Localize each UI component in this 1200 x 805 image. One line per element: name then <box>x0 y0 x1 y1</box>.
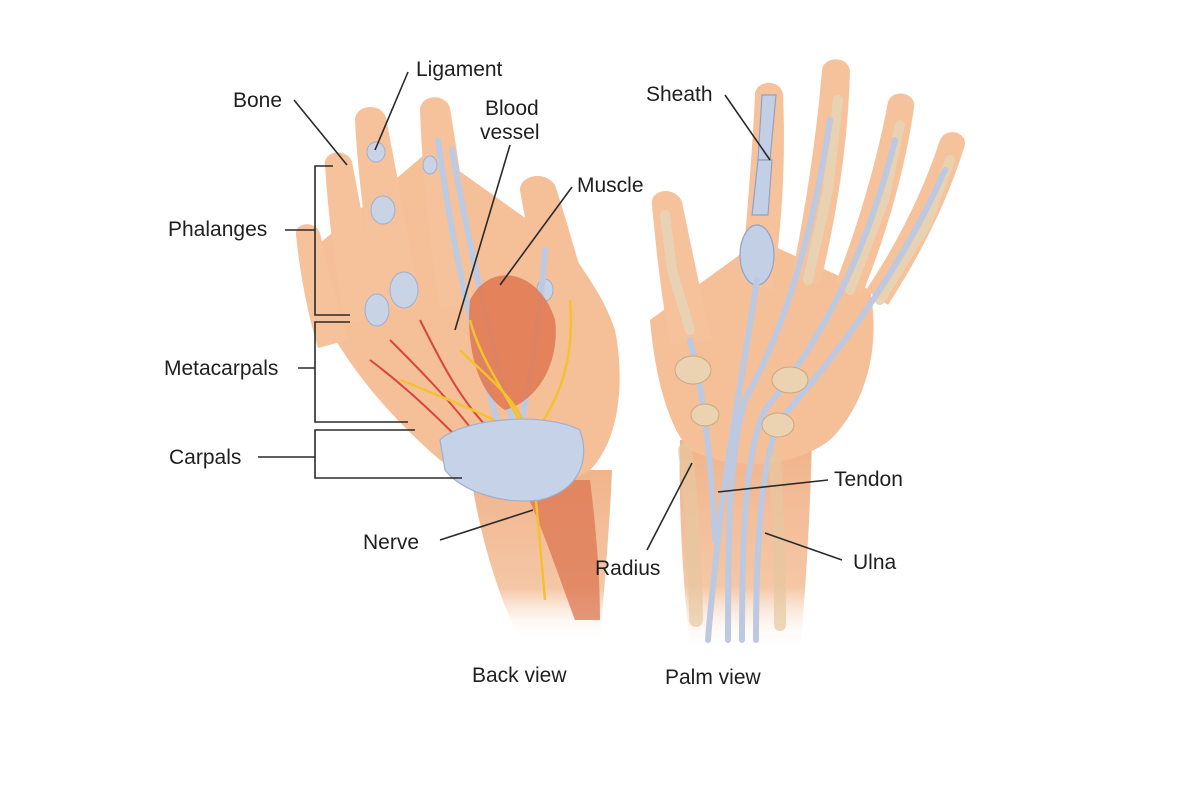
label-phalanges: Phalanges <box>168 218 267 241</box>
radius-leader <box>646 462 693 551</box>
back-view-little-finger <box>295 224 348 348</box>
ulna-leader <box>764 532 843 561</box>
label-ulna: Ulna <box>853 551 897 574</box>
carpals-bracket <box>314 429 462 479</box>
label-nerve: Nerve <box>363 531 419 554</box>
label-metacarpals: Metacarpals <box>164 357 278 380</box>
label-ligament: Ligament <box>416 58 503 81</box>
back-view-forearm-muscle <box>520 480 600 620</box>
nerve-leader <box>439 509 534 541</box>
palm-view-radius <box>678 443 703 627</box>
bone-leader <box>293 99 348 166</box>
label-blood-vessel-line2: vessel <box>480 121 540 144</box>
muscle-leader <box>499 186 573 286</box>
palm-view-hand <box>650 59 965 650</box>
palm-view-sheath <box>739 94 777 286</box>
tendon-leader <box>717 479 829 493</box>
label-blood-vessel-line1: Blood <box>485 97 539 120</box>
label-muscle: Muscle <box>577 174 644 197</box>
back-view-hand <box>295 97 620 640</box>
palm-view-carpals <box>674 355 809 438</box>
blood-vessel-leader <box>454 144 511 331</box>
label-sheath: Sheath <box>646 83 713 106</box>
caption-palm-view: Palm view <box>665 666 762 689</box>
ligament-leader <box>374 71 409 151</box>
label-carpals: Carpals <box>169 446 241 469</box>
phalanges-bracket <box>314 165 350 316</box>
metacarpals-bracket <box>314 321 408 423</box>
back-view-muscle <box>469 275 556 410</box>
palm-view-ulna <box>769 454 786 631</box>
labels: Bone Ligament Blood vessel Muscle Phalan… <box>164 58 903 689</box>
caption-back-view: Back view <box>472 664 567 687</box>
back-view-thumb <box>520 175 600 340</box>
back-view-carpal-band <box>439 418 585 502</box>
leader-lines <box>258 71 843 561</box>
label-bone: Bone <box>233 89 282 112</box>
sheath-leader <box>724 94 771 161</box>
label-tendon: Tendon <box>834 468 903 491</box>
back-view-ring-finger <box>324 152 382 325</box>
label-radius: Radius <box>595 557 660 580</box>
